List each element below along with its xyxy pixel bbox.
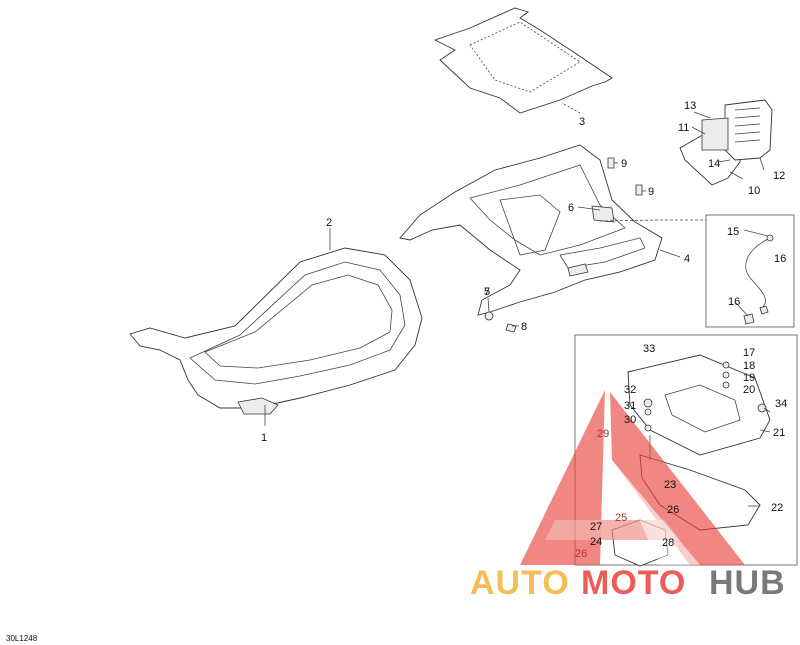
part-2-seat [129, 247, 423, 415]
leader-lines [264, 102, 771, 507]
diagram-code: 30L1248 [6, 634, 38, 643]
watermark-text-moto: MOTO [581, 564, 686, 602]
callout-23: 23 [664, 479, 676, 491]
watermark-text: AUTO MOTO HUB [470, 564, 786, 602]
callout-4: 4 [684, 253, 690, 265]
callout-1: 1 [261, 432, 267, 444]
callout-31: 31 [624, 400, 636, 412]
callout-20: 20 [743, 384, 755, 396]
wire-box-15-16 [705, 214, 795, 328]
callout-15: 15 [727, 226, 739, 238]
callout-2: 2 [326, 217, 332, 229]
callout-32: 32 [624, 384, 636, 396]
callout-11: 11 [678, 122, 689, 134]
callout-26a: 26 [575, 548, 587, 560]
callout-3: 3 [579, 116, 585, 128]
callout-10: 10 [748, 185, 760, 197]
callout-21: 21 [773, 427, 785, 439]
watermark-text-auto: AUTO [470, 564, 570, 602]
callout-33: 33 [643, 343, 655, 355]
callout-29: 29 [597, 428, 609, 440]
callout-12: 12 [773, 170, 785, 182]
callout-24: 24 [590, 536, 602, 548]
callout-labels: 1 2 3 4 5 6 7 8 9 9 10 11 12 13 14 15 16… [261, 100, 787, 560]
callout-14: 14 [708, 158, 720, 170]
callout-22: 22 [771, 502, 783, 514]
callout-19: 19 [743, 372, 755, 384]
callout-8: 8 [521, 321, 527, 333]
callout-28: 28 [662, 537, 674, 549]
callout-26b: 26 [667, 504, 679, 516]
callout-16a: 16 [774, 253, 786, 265]
watermark-text-hub: HUB [709, 564, 786, 602]
callout-25: 25 [615, 512, 627, 524]
callout-5: 5 [484, 286, 490, 298]
callout-9a: 9 [621, 158, 627, 170]
fasteners-7-8-9 [484, 157, 643, 333]
callout-13: 13 [684, 100, 696, 112]
callout-30: 30 [624, 414, 636, 426]
callout-9b: 9 [648, 186, 654, 198]
callout-7: 7 [484, 286, 490, 298]
part-3-underlay [433, 7, 613, 114]
callout-17: 17 [743, 347, 755, 359]
callout-34: 34 [775, 398, 787, 410]
callout-16b: 16 [728, 296, 740, 308]
watermark-logo [520, 390, 745, 565]
part-4-rear-body [399, 144, 663, 316]
part-10-14-module [679, 99, 773, 186]
callout-6: 6 [568, 202, 574, 214]
callout-18: 18 [743, 360, 755, 372]
callout-27: 27 [590, 521, 602, 533]
